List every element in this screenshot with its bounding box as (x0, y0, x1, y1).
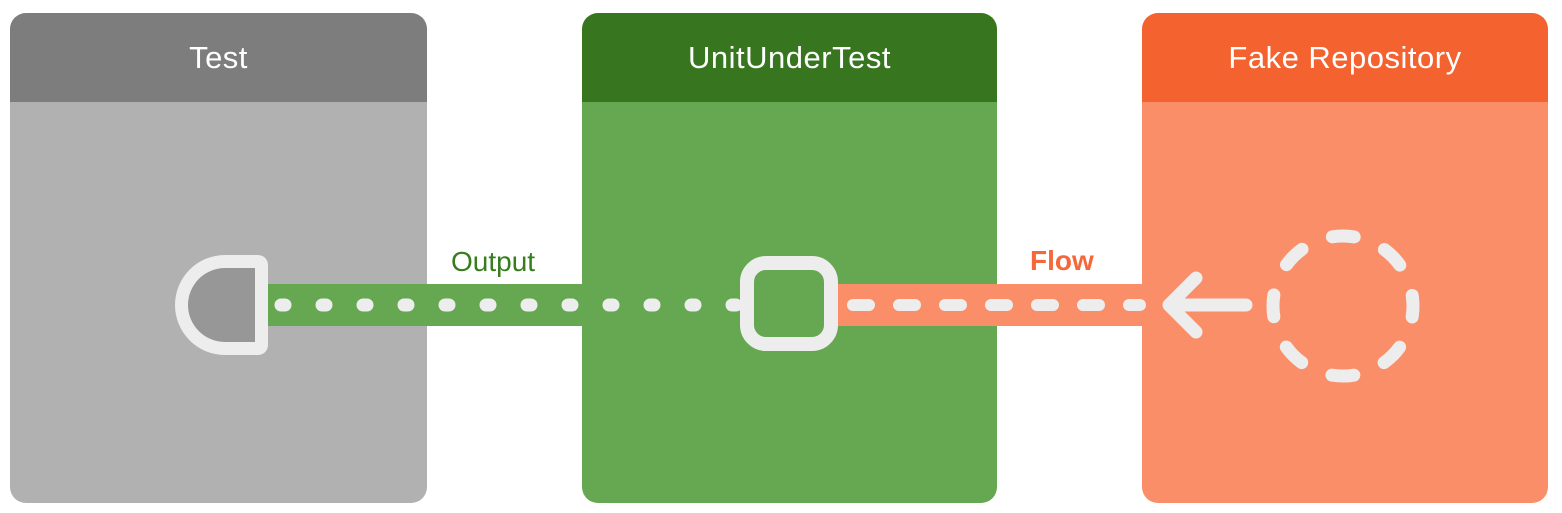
flow-label: Flow (1030, 245, 1094, 276)
square-state-icon (740, 256, 838, 351)
box-unit-under-test-title: UnitUnderTest (688, 39, 891, 75)
box-fake-repository-body (1142, 102, 1548, 503)
box-fake-repository: Fake Repository (1142, 13, 1548, 503)
box-test-title: Test (189, 39, 248, 75)
collector-icon (175, 255, 268, 355)
box-test-header: Test (10, 13, 427, 102)
box-fake-repository-header: Fake Repository (1142, 13, 1548, 102)
box-fake-repository-title: Fake Repository (1228, 39, 1462, 75)
output-label: Output (451, 246, 536, 277)
box-unit-under-test-header: UnitUnderTest (582, 13, 997, 102)
